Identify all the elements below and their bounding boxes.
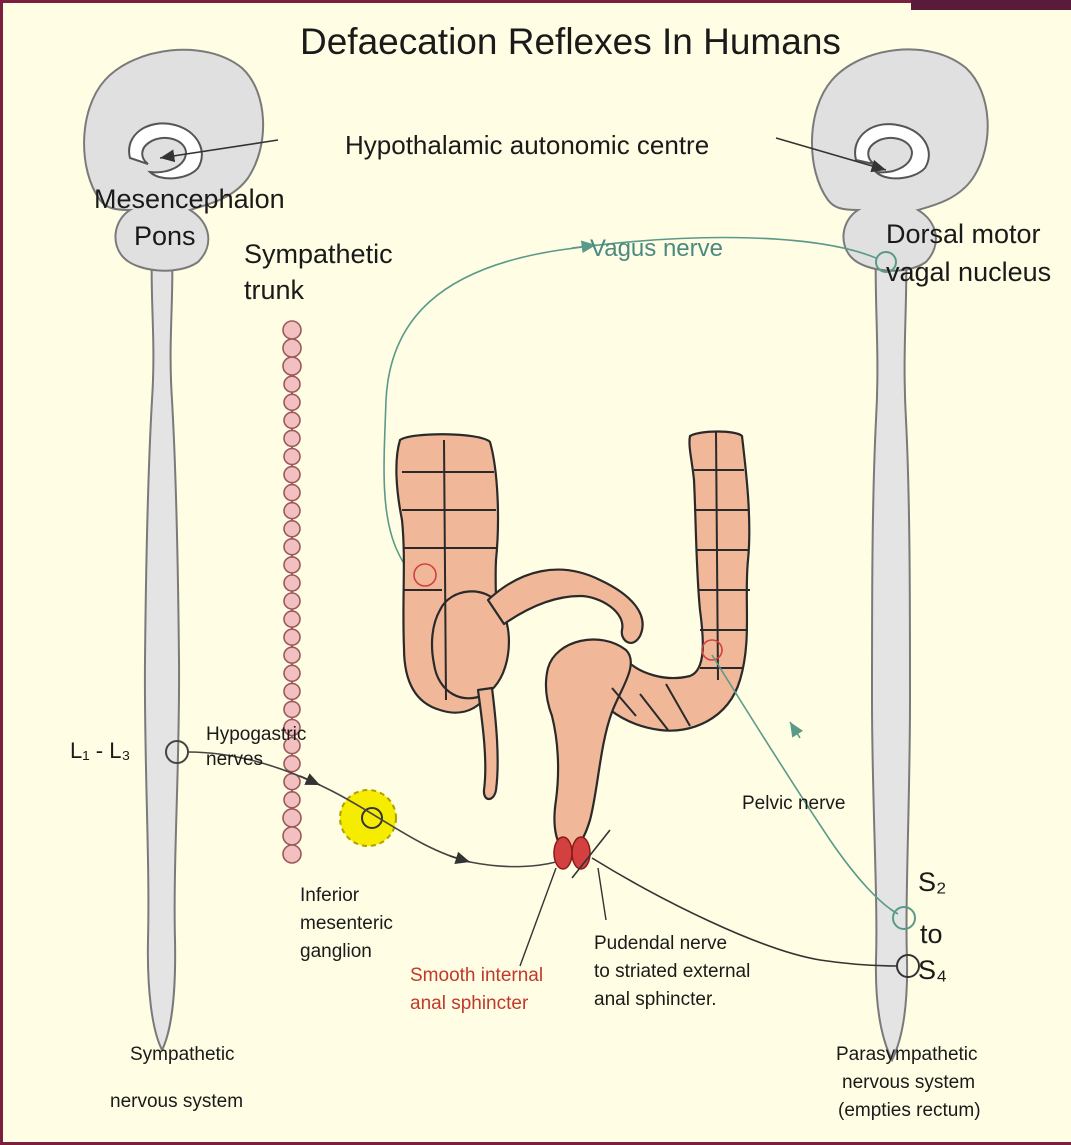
label-l1-l3: L₁ - L₃	[70, 739, 130, 763]
pelvic-nerve-path	[712, 655, 898, 914]
label-hypogastric-line2: nerves	[206, 750, 263, 771]
trunk-ganglion-bead	[284, 647, 300, 663]
trunk-ganglion-bead	[284, 557, 300, 573]
trunk-ganglion-bead	[283, 357, 301, 375]
trunk-ganglion-bead	[284, 503, 300, 519]
trunk-ganglion-bead	[284, 376, 300, 392]
diagram-title: Defaecation Reflexes In Humans	[300, 22, 841, 62]
trunk-ganglion-bead	[284, 449, 300, 465]
trunk-ganglion-bead	[284, 629, 300, 645]
trunk-ganglion-bead	[284, 611, 300, 627]
trunk-ganglion-bead	[284, 485, 300, 501]
ileum	[488, 570, 643, 643]
label-hypothalamic-centre: Hypothalamic autonomic centre	[345, 131, 709, 159]
trunk-ganglion-bead	[284, 394, 300, 410]
label-to: to	[920, 920, 943, 949]
sympathetic-trunk	[283, 321, 301, 863]
label-vagus-nerve: Vagus nerve	[590, 236, 723, 262]
label-sympathetic-trunk-line2: trunk	[244, 276, 304, 305]
label-pudendal-line1: Pudendal nerve	[594, 934, 727, 955]
trunk-ganglion-bead	[284, 539, 300, 555]
trunk-ganglion-bead	[284, 412, 300, 428]
trunk-ganglion-bead	[284, 593, 300, 609]
label-imd-line2: mesenteric	[300, 914, 393, 935]
appendix	[478, 688, 498, 799]
label-sympathetic-trunk-line1: Sympathetic	[244, 240, 393, 269]
trunk-ganglion-bead	[284, 683, 300, 699]
trunk-ganglion-bead	[284, 467, 300, 483]
colon	[396, 432, 750, 851]
trunk-ganglion-bead	[284, 575, 300, 591]
left-spinal-cord	[145, 248, 179, 1050]
label-pudendal-line3: anal sphincter.	[594, 990, 717, 1011]
trunk-ganglion-bead	[284, 701, 300, 717]
label-sympathetic-ns-line2: nervous system	[110, 1092, 243, 1113]
label-pons: Pons	[134, 222, 196, 251]
trunk-ganglion-bead	[283, 827, 301, 845]
label-imd-line3: ganglion	[300, 942, 372, 963]
trunk-ganglion-bead	[284, 665, 300, 681]
trunk-ganglion-bead	[283, 321, 301, 339]
label-parasympathetic-line2: nervous system	[842, 1073, 975, 1094]
trunk-ganglion-bead	[284, 756, 300, 772]
trunk-ganglion-bead	[284, 792, 300, 808]
right-spinal-cord	[872, 240, 910, 1060]
label-vagal-nucleus: vagal nucleus	[886, 258, 1051, 287]
label-pelvic-nerve: Pelvic nerve	[742, 794, 846, 815]
label-hypogastric-line1: Hypogastric	[206, 725, 306, 746]
label-s2: S₂	[918, 868, 947, 897]
trunk-ganglion-bead	[283, 845, 301, 863]
label-imd-line1: Inferior	[300, 886, 359, 907]
label-sympathetic-ns-line1: Sympathetic	[130, 1045, 235, 1066]
label-smooth-sphincter-line1: Smooth internal	[410, 966, 543, 987]
label-mesencephalon: Mesencephalon	[94, 185, 285, 214]
label-s4: S₄	[918, 956, 947, 985]
label-parasympathetic-line3: (empties rectum)	[838, 1101, 981, 1122]
trunk-ganglion-bead	[283, 809, 301, 827]
trunk-ganglion-bead	[283, 339, 301, 357]
trunk-ganglion-bead	[284, 521, 300, 537]
rectum	[546, 640, 631, 851]
trunk-ganglion-bead	[284, 430, 300, 446]
label-smooth-sphincter-line2: anal sphincter	[410, 994, 528, 1015]
label-parasympathetic-line1: Parasympathetic	[836, 1045, 978, 1066]
label-dorsal-motor: Dorsal motor	[886, 220, 1041, 249]
right-brain-and-spinal-cord	[776, 49, 988, 1060]
label-pudendal-line2: to striated external	[594, 962, 750, 983]
inferior-mesenteric-ganglion	[340, 790, 396, 846]
